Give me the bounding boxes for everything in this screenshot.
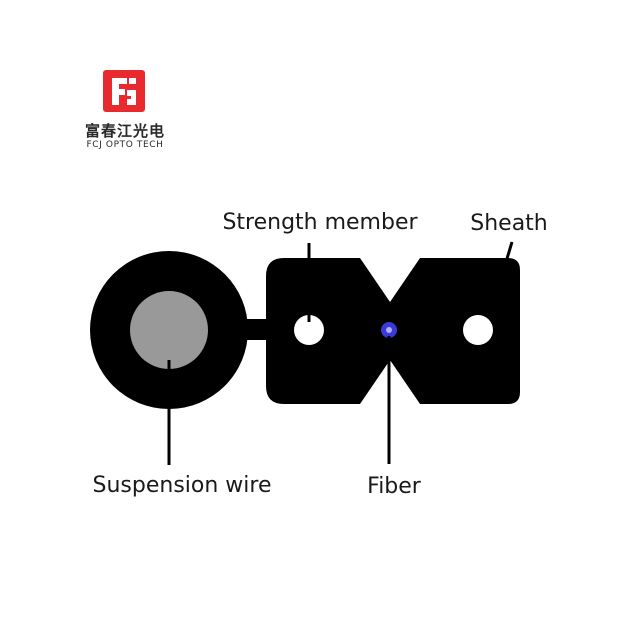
company-logo: 富春江光电 FCJ OPTO TECH [70,66,180,156]
fcj-logo-icon [103,70,145,112]
logo-english-name: FCJ OPTO TECH [86,140,164,150]
suspension-wire-core [130,291,208,369]
connecting-web [240,319,274,340]
label-suspension-wire: Suspension wire [93,473,272,498]
leader-line-sheath [504,241,514,263]
strength-member-left [294,315,324,345]
fiber-core [386,327,392,333]
label-sheath: Sheath [470,211,548,236]
label-fiber: Fiber [367,474,422,499]
label-strength-member: Strength member [222,210,418,235]
logo-chinese-name: 富春江光电 [84,122,165,140]
strength-member-right [463,315,493,345]
